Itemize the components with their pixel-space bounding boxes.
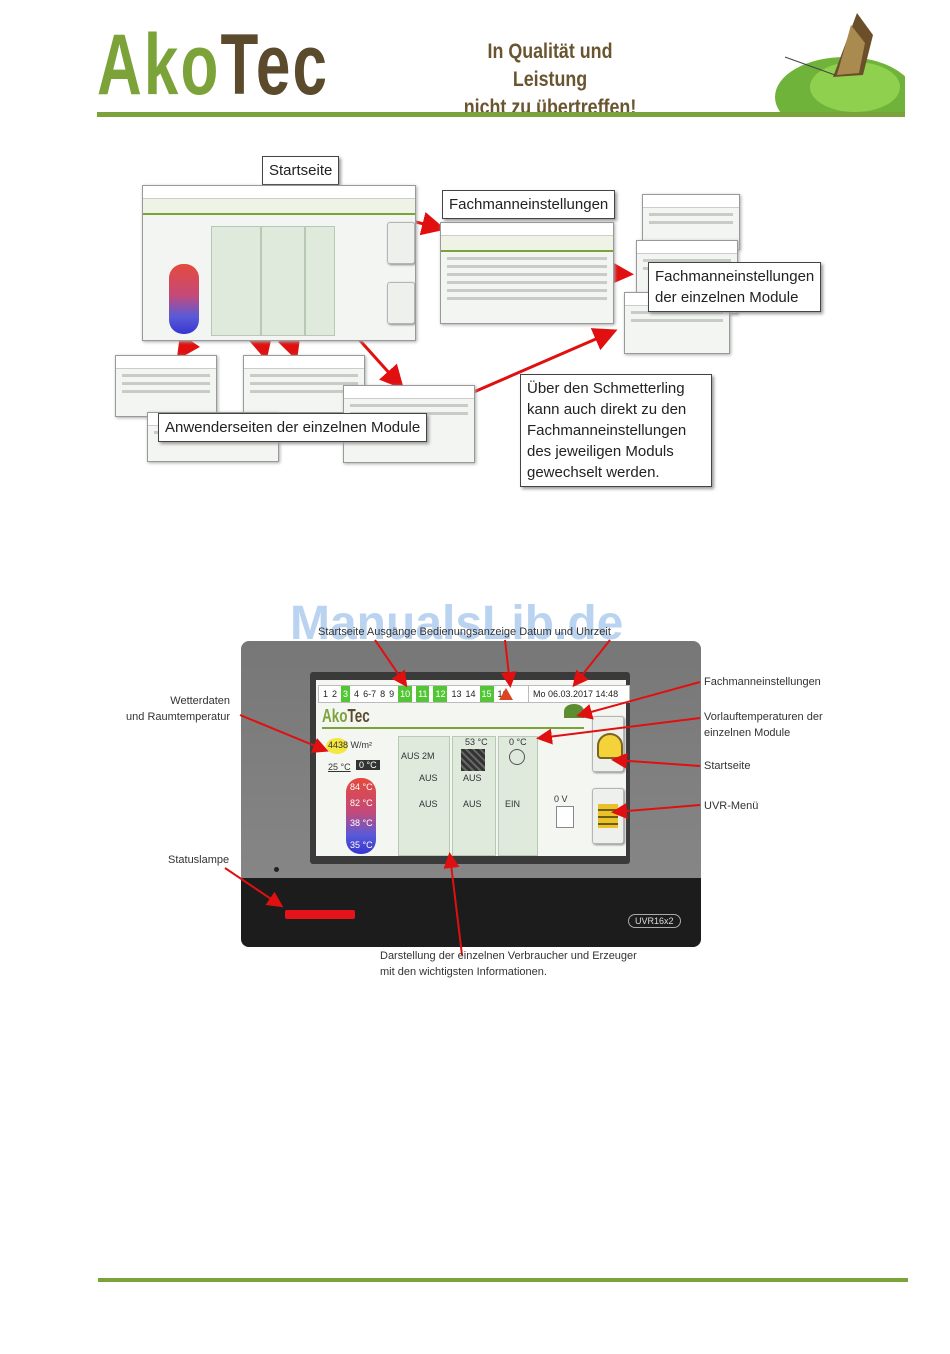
solar-valve-state: AUS bbox=[463, 799, 482, 809]
tab-13[interactable]: 13 bbox=[451, 689, 462, 699]
annotation-wetter-line-1: Wetterdaten bbox=[170, 695, 230, 707]
callout-anwender: Anwenderseiten der einzelnen Module bbox=[158, 413, 428, 442]
outside-temp: 0 °C bbox=[356, 760, 380, 770]
schmetterling-line-5: gewechselt werden. bbox=[527, 464, 660, 481]
annotation-startseite: Startseite bbox=[704, 760, 751, 772]
device-annotation-arrows bbox=[224, 639, 701, 956]
tab-6-7[interactable]: 6-7 bbox=[363, 689, 377, 699]
schmetterling-line-2: kann auch direkt zu den bbox=[527, 401, 687, 418]
status-lamp bbox=[285, 910, 355, 919]
screen: 1 2 3 4 6-7 8 9 10 11 12 13 14 15 16 Mo … bbox=[316, 680, 630, 856]
annotation-statuslampe: Statuslampe bbox=[168, 854, 230, 866]
sun-icon bbox=[326, 738, 348, 754]
header-rule bbox=[97, 112, 905, 117]
screen-logo: AkoTec bbox=[322, 706, 370, 726]
annotation-darstellung: Darstellung der einzelnen Verbraucher un… bbox=[380, 948, 637, 980]
tab-8[interactable]: 8 bbox=[380, 689, 386, 699]
callout-fachmann-module: Fachmanneinstellungen der einzelnen Modu… bbox=[648, 262, 822, 312]
akotec-logo: AkoTec bbox=[97, 17, 330, 113]
document-icon bbox=[556, 806, 574, 828]
warning-icon[interactable] bbox=[499, 688, 513, 700]
annotation-wetter-line-2: und Raumtemperatur bbox=[126, 711, 230, 723]
device-badge: UVR16x2 bbox=[628, 914, 681, 928]
schmetterling-line-3: Fachmanneinstellungen bbox=[527, 422, 687, 439]
schmetterling-line-1: Über den Schmetterling bbox=[527, 380, 685, 397]
callout-startseite: Startseite bbox=[262, 156, 340, 185]
boiler-temp: 0 °C bbox=[509, 737, 527, 747]
annotation-vorlauf-line-2: einzelnen Module bbox=[704, 727, 791, 739]
room-temp: 25 °C bbox=[328, 762, 351, 772]
module-solar[interactable]: 53 °C AUS AUS bbox=[452, 736, 496, 856]
tab-2[interactable]: 2 bbox=[332, 689, 338, 699]
callout-schmetterling: Über den Schmetterling kann auch direkt … bbox=[520, 374, 712, 487]
tank-temp-4: 35 °C bbox=[350, 840, 373, 850]
sensor-dot bbox=[274, 867, 279, 872]
module-heating-valve: AUS bbox=[419, 799, 438, 809]
annotation-vorlauf: Vorlauftemperaturen der einzelnen Module bbox=[704, 709, 823, 741]
tab-12[interactable]: 12 bbox=[433, 686, 448, 702]
module-boiler[interactable]: 0 °C EIN bbox=[498, 736, 538, 856]
solar-pump-state: AUS bbox=[463, 773, 482, 783]
annotation-darstellung-line-1: Darstellung der einzelnen Verbraucher un… bbox=[380, 950, 637, 962]
slogan-line-1: In Qualität und Leistung bbox=[487, 40, 613, 91]
tab-14[interactable]: 14 bbox=[465, 689, 476, 699]
annotation-uvr: UVR-Menü bbox=[704, 800, 759, 812]
output-tabs[interactable]: 1 2 3 4 6-7 8 9 10 11 12 13 14 15 16 bbox=[318, 685, 532, 703]
tab-10[interactable]: 10 bbox=[398, 686, 413, 702]
annotation-darstellung-line-2: mit den wichtigsten Informationen. bbox=[380, 966, 547, 978]
pump-icon bbox=[509, 749, 525, 765]
annotation-vorlauf-line-1: Vorlauftemperaturen der bbox=[704, 711, 823, 723]
module-heating-pump: AUS bbox=[419, 773, 438, 783]
tab-9[interactable]: 9 bbox=[389, 689, 395, 699]
overview-user-shot-1 bbox=[115, 355, 217, 417]
screen-header-rule bbox=[322, 727, 584, 729]
tank-temp-2: 82 °C bbox=[350, 798, 373, 808]
tab-1[interactable]: 1 bbox=[323, 689, 329, 699]
tab-11[interactable]: 11 bbox=[416, 686, 430, 702]
module-heating-state: AUS 2M bbox=[401, 751, 435, 761]
solar-temp: 53 °C bbox=[465, 737, 488, 747]
tank-temp-3: 38 °C bbox=[350, 818, 373, 828]
callout-fachmann-module-line-2: der einzelnen Module bbox=[655, 289, 799, 306]
annotation-fachmann: Fachmanneinstellungen bbox=[704, 676, 821, 688]
callout-fachmann: Fachmanneinstellungen bbox=[442, 190, 616, 219]
tab-4[interactable]: 4 bbox=[354, 689, 360, 699]
tab-3[interactable]: 3 bbox=[341, 686, 351, 702]
overview-fachmann-shot bbox=[440, 222, 614, 324]
boiler-state: EIN bbox=[505, 799, 521, 809]
callout-fachmann-module-line-1: Fachmanneinstellungen bbox=[655, 268, 815, 285]
voltage: 0 V bbox=[554, 794, 568, 804]
annotation-top: Startseite Ausgänge Bedienungsanzeige Da… bbox=[318, 626, 611, 638]
annotation-wetter: Wetterdaten und Raumtemperatur bbox=[110, 693, 230, 725]
butterfly-leaf-image bbox=[775, 13, 905, 117]
footer-rule bbox=[98, 1278, 908, 1282]
tab-15[interactable]: 15 bbox=[479, 686, 494, 702]
weather-value: 4438 W/m² bbox=[328, 740, 373, 750]
solar-panel-icon bbox=[461, 749, 485, 771]
tank-temp-1: 84 °C bbox=[350, 782, 373, 792]
overview-startseite-shot bbox=[142, 185, 416, 341]
module-heating[interactable]: AUS 2M AUS AUS bbox=[398, 736, 450, 856]
schmetterling-line-4: des jeweiligen Moduls bbox=[527, 443, 674, 460]
storage-tank[interactable]: 84 °C 82 °C 38 °C 35 °C bbox=[346, 778, 376, 854]
